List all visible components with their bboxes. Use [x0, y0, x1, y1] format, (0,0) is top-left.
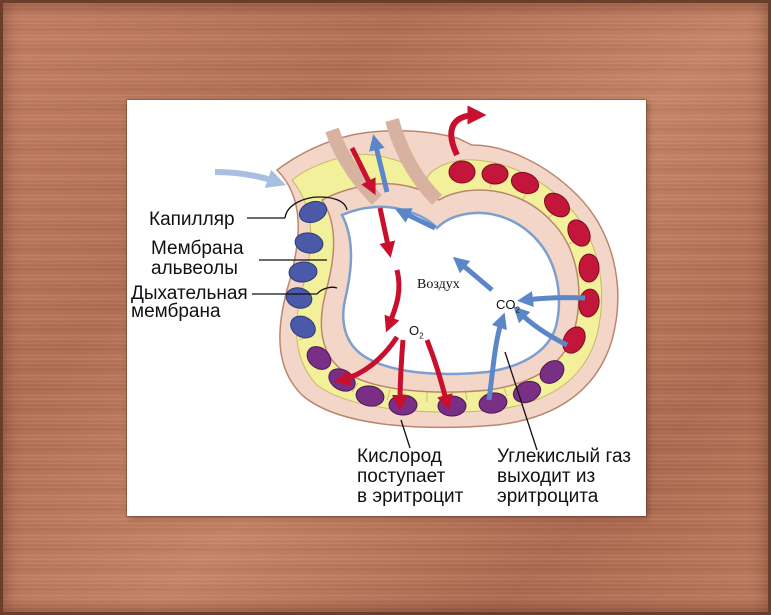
o2-arrow-mid	[400, 340, 403, 403]
label-carbon-line3: эритроцита	[497, 487, 598, 507]
label-alveolar-membrane-line1: Мембрана	[151, 239, 244, 259]
co2-arrow-3	[525, 298, 585, 300]
label-air: Воздух	[417, 277, 460, 293]
label-oxygen-line2: поступает	[357, 467, 445, 487]
co2-subscript: 2	[516, 306, 520, 315]
label-carbon-line2: выходит из	[497, 467, 595, 487]
label-oxygen-line1: Кислород	[357, 447, 442, 467]
label-co2: CO2	[496, 297, 520, 315]
label-respiratory-membrane-line2: мембрана	[131, 302, 221, 322]
co2-base: CO	[496, 297, 516, 312]
blood-inflow-arrow	[215, 172, 277, 182]
label-capillary: Капилляр	[149, 210, 235, 230]
label-alveolar-membrane-line2: альвеолы	[151, 259, 238, 279]
o2-subscript: 2	[419, 332, 423, 341]
o2-base: O	[409, 323, 419, 338]
label-o2: O2	[409, 323, 424, 341]
label-oxygen-line3: в эритроцит	[357, 487, 463, 507]
label-carbon-line1: Углекислый газ	[497, 447, 631, 467]
